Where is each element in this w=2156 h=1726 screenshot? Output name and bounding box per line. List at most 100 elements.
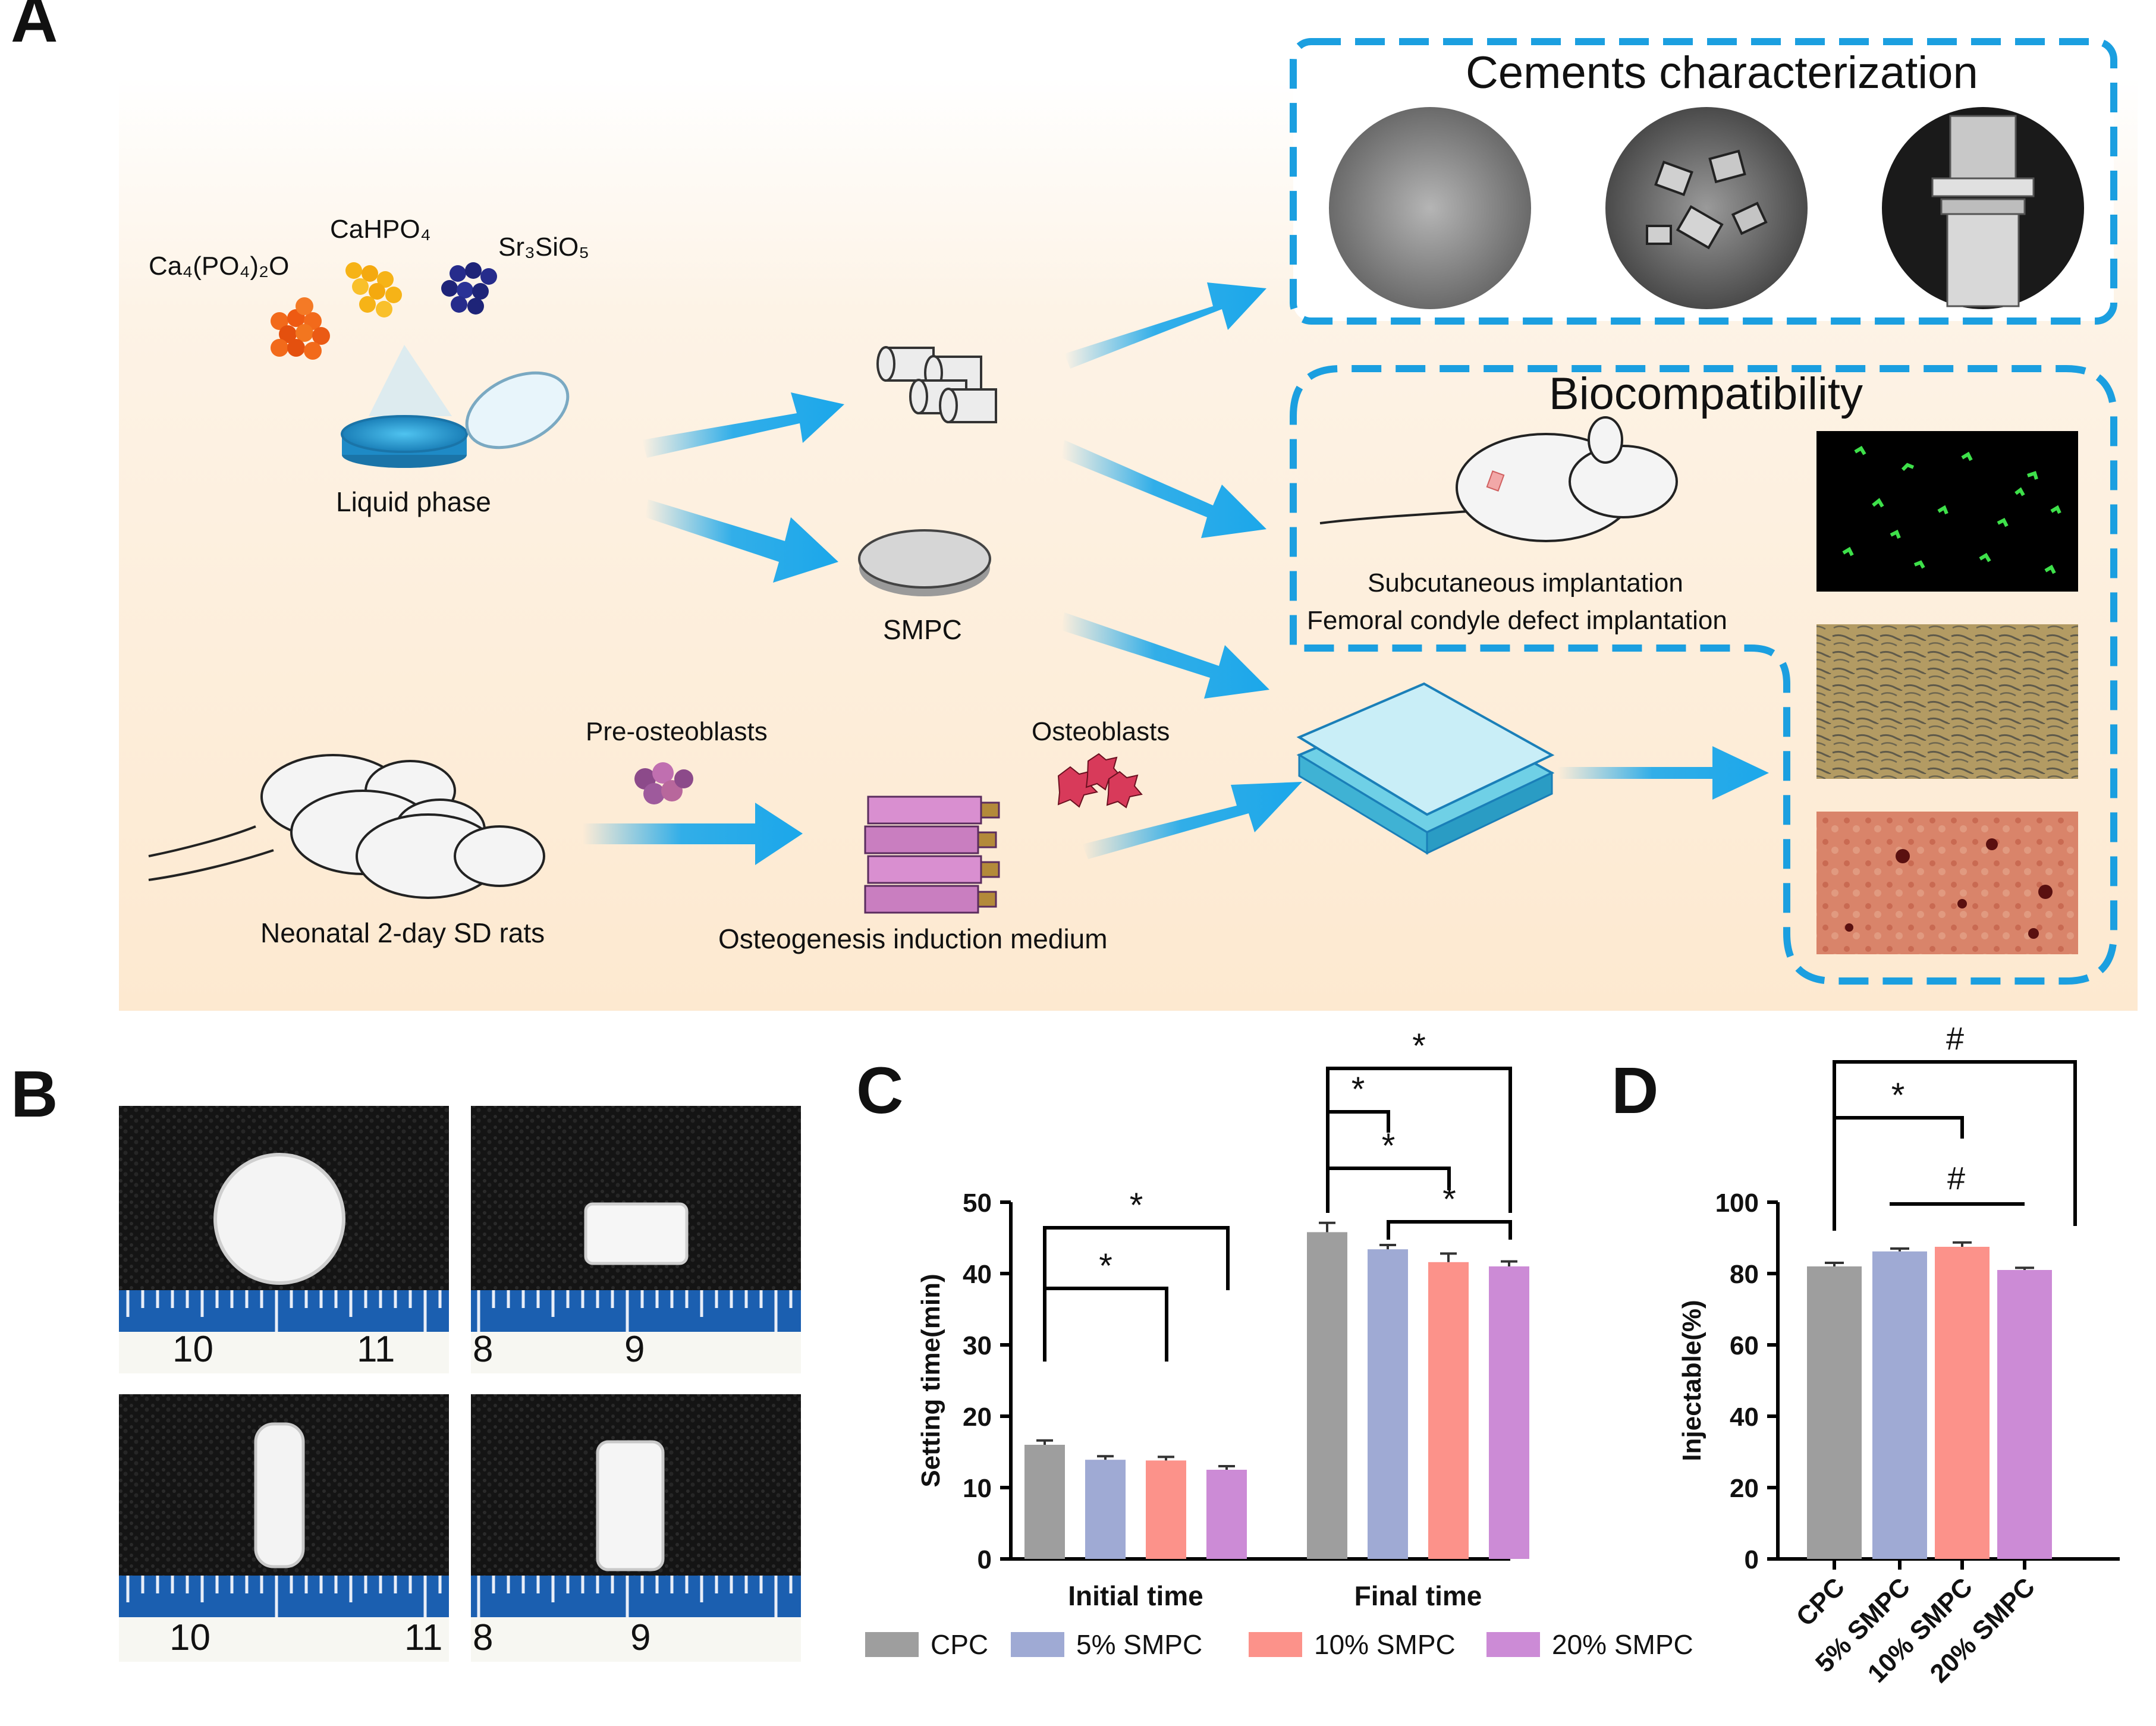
ruler-bl-10: 10 [169, 1617, 210, 1658]
medium-label: Osteogenesis induction medium [718, 923, 1108, 954]
c-significance-bracket [1043, 1287, 1168, 1362]
reagent-label-dcpa: CaHPO₄ [330, 215, 431, 244]
alizarin-red-image [1816, 812, 2078, 954]
arrow-to-disc [645, 499, 838, 583]
osteoblasts-label: Osteoblasts [1032, 717, 1170, 746]
d-bar [1807, 1266, 1862, 1559]
c-bar [1307, 1232, 1347, 1559]
implantation-rat-icon [1319, 416, 1678, 542]
ruler-bottom-left: 10 11 [119, 1576, 449, 1662]
d-y-tick-label: 100 [1715, 1189, 1759, 1218]
arrow-to-flasks [583, 803, 803, 865]
c-legend-label: 20% SMPC [1552, 1629, 1693, 1660]
osteoblasts-icon [1057, 753, 1143, 809]
well-plate-icon [1296, 682, 1555, 855]
sem-image-1 [1329, 107, 1531, 309]
panel-b-letter: B [11, 1058, 58, 1131]
testing-machine-image [1882, 107, 2084, 309]
pre-osteoblasts-label: Pre-osteoblasts [586, 717, 768, 746]
biocompatibility-box [1290, 365, 2117, 985]
c-bar [1206, 1470, 1247, 1559]
c-significance-mark: * [1352, 1070, 1365, 1109]
ruler-tr-9: 9 [624, 1329, 645, 1370]
pre-osteoblasts-icon [634, 762, 693, 804]
biocompatibility-title: Biocompatibility [1549, 369, 1863, 419]
c-significance-bracket [1326, 1110, 1390, 1133]
implantation-label-2: Femoral condyle defect implantation [1307, 606, 1727, 635]
arrow-to-plate-2 [1082, 782, 1302, 859]
c-x-category-label: Initial time [1068, 1580, 1203, 1611]
c-significance-mark: * [1382, 1127, 1396, 1165]
cement-cylinders-icon [876, 346, 997, 423]
c-significance-bracket [1326, 1167, 1451, 1190]
c-y-tick-label: 50 [963, 1189, 992, 1218]
flow-arrows [583, 282, 1769, 865]
reagent-label-ttcp: Ca₄(PO₄)₂O [149, 251, 289, 281]
c-legend-label: CPC [931, 1629, 988, 1660]
neonatal-rats-icon [148, 754, 545, 899]
ruler-tl-10: 10 [172, 1329, 213, 1370]
d-significance-mark: # [1947, 1161, 1965, 1196]
c-significance-bracket [1387, 1220, 1512, 1240]
sem-image-2 [1605, 107, 1808, 309]
c-legend-swatch [1249, 1632, 1302, 1657]
reagent-dcpa-particles [345, 262, 402, 317]
c-y-tick-label: 10 [963, 1474, 992, 1503]
d-y-tick-label: 80 [1730, 1260, 1759, 1289]
c-legend-swatch [1486, 1632, 1540, 1657]
d-significance-mark: # [1946, 1021, 1964, 1057]
c-legend-label: 5% SMPC [1076, 1629, 1202, 1660]
panel-a-letter: A [11, 0, 58, 56]
rats-label: Neonatal 2-day SD rats [260, 917, 545, 948]
ruler-bottom-right: 8 9 [471, 1576, 801, 1662]
ruler-bl-11: 11 [404, 1617, 442, 1658]
culture-flasks-icon [864, 796, 1000, 914]
c-bar [1428, 1262, 1469, 1559]
c-legend-swatch [865, 1632, 919, 1657]
reagent-sr3sio5-particles [441, 262, 497, 315]
c-significance-bracket [1043, 1226, 1230, 1290]
arrow-to-characterization [1064, 282, 1266, 369]
d-bar [1872, 1251, 1927, 1559]
c-bar [1489, 1266, 1529, 1559]
petri-dish-icon [341, 345, 570, 468]
c-legend-swatch [1011, 1632, 1064, 1657]
implantation-label-1: Subcutaneous implantation [1368, 568, 1683, 598]
c-bar [1146, 1460, 1186, 1559]
d-significance-mark: * [1891, 1076, 1905, 1115]
smpc-disc-icon [858, 529, 991, 596]
c-significance-bracket [1326, 1067, 1512, 1213]
alp-staining-image [1816, 624, 2078, 779]
arrow-to-plate [1061, 612, 1269, 699]
d-bar [1997, 1270, 2052, 1559]
d-y-axis-label: Injectable(%) [1677, 1300, 1706, 1461]
d-y-tick-label: 20 [1730, 1474, 1759, 1503]
cements-title: Cements characterization [1466, 48, 1978, 98]
c-y-tick-label: 0 [978, 1545, 992, 1574]
c-y-tick-label: 40 [963, 1260, 992, 1289]
ruler-tr-8: 8 [473, 1329, 493, 1370]
arrow-to-animals [1061, 440, 1266, 538]
c-legend-label: 10% SMPC [1314, 1629, 1456, 1660]
d-y-tick-label: 0 [1745, 1545, 1759, 1574]
c-significance-mark: * [1099, 1247, 1112, 1285]
c-bar [1368, 1249, 1408, 1559]
liquid-phase-label: Liquid phase [336, 486, 491, 517]
c-bar [1085, 1460, 1126, 1559]
arrow-to-staining [1558, 746, 1769, 800]
reagent-label-sr3sio5: Sr₃SiO₅ [498, 232, 589, 262]
c-bar [1024, 1445, 1065, 1559]
ruler-tl-11: 11 [357, 1329, 395, 1370]
ruler-br-9: 9 [630, 1617, 650, 1658]
c-significance-mark: * [1442, 1180, 1456, 1219]
c-y-axis-label: Setting time(min) [916, 1274, 945, 1487]
c-x-category-label: Final time [1354, 1580, 1482, 1611]
d-x-tick-label: CPC [1791, 1572, 1850, 1631]
arrow-to-cylinders [642, 392, 844, 458]
smpc-label: SMPC [883, 614, 962, 645]
ruler-br-8: 8 [473, 1617, 493, 1658]
c-significance-mark: * [1130, 1186, 1143, 1225]
ruler-top-left: 10 11 [119, 1290, 449, 1373]
